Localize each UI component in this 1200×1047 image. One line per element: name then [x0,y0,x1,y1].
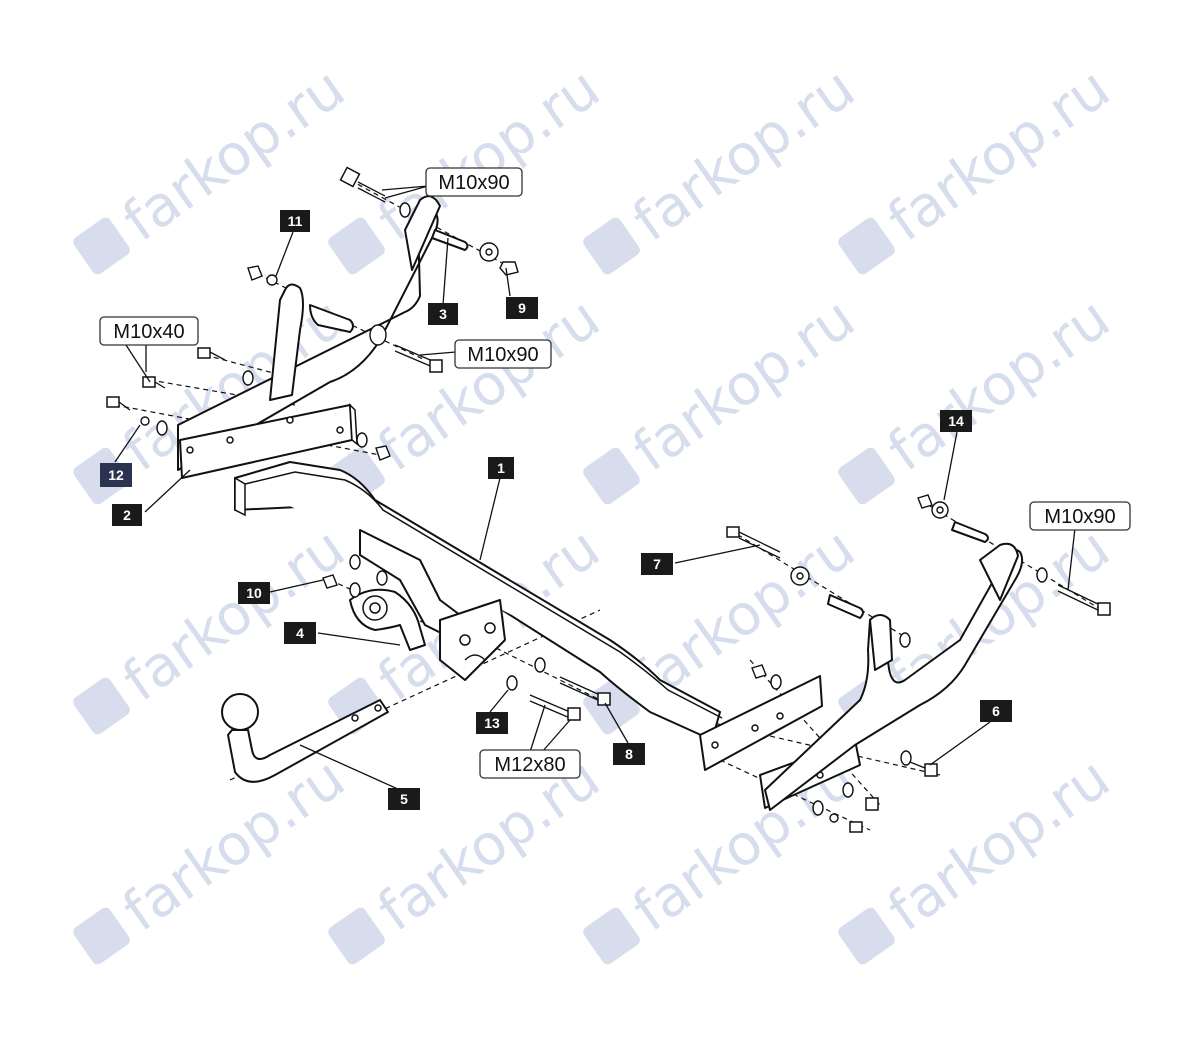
socket-plate [349,588,426,651]
watermark: farkop.ru [838,746,1122,965]
callout-5: 5 [388,788,420,810]
watermark-logo-icon [583,217,640,275]
spec-label-left-text: M10x40 [113,321,184,343]
watermark-text: farkop.ru [367,56,612,255]
watermark-text: farkop.ru [112,746,357,945]
callout-6: 6 [980,700,1012,722]
callout-5-label: 5 [400,791,408,807]
callout-4-label: 4 [296,625,304,641]
watermark-logo-icon [583,907,640,965]
watermark-text: farkop.ru [622,286,867,485]
callout-9: 9 [506,297,538,319]
watermark-text: farkop.ru [112,516,357,715]
callout-3-label: 3 [439,306,447,322]
callout-6-label: 6 [992,703,1000,719]
spec-label-top: M10x90 [425,167,523,197]
watermark: farkop.ru [73,746,357,965]
watermark: farkop.ru [838,286,1122,505]
watermark-logo-icon [838,447,895,505]
watermark-logo-icon [73,677,130,735]
callout-7: 7 [641,553,673,575]
callout-2: 2 [112,504,142,526]
watermark: farkop.ru [328,746,612,965]
callout-14-label: 14 [948,413,964,429]
callout-10-label: 10 [246,585,262,601]
hardware [106,166,1111,833]
watermark-logo-icon [583,447,640,505]
spec-label-top-text: M10x90 [438,172,509,194]
watermark-logo-icon [73,217,130,275]
watermark-layer: farkop.ru farkop.ru farkop.ru farkop.ru … [73,56,1122,965]
watermark: farkop.ru [583,516,867,735]
callout-13: 13 [476,712,508,734]
watermark-text: farkop.ru [622,56,867,255]
callout-7-label: 7 [653,556,661,572]
callout-9-label: 9 [518,300,526,316]
right-mounting-bracket [764,542,1024,811]
callout-12-label: 12 [108,467,124,483]
watermark: farkop.ru [838,56,1122,275]
callout-8-label: 8 [625,746,633,762]
spec-label-bottom-text: M12x80 [494,754,565,776]
spec-label-left: M10x40 [99,316,199,346]
callout-8: 8 [613,743,645,765]
watermark-text: farkop.ru [112,56,357,255]
spec-label-right-text: M10x90 [1044,506,1115,528]
watermark-text: farkop.ru [877,56,1122,255]
callout-10: 10 [238,582,270,604]
callout-4: 4 [284,622,316,644]
hitch-mount-plate [359,529,506,681]
watermark-logo-icon [73,907,130,965]
watermark-logo-icon [838,217,895,275]
callout-11-label: 11 [288,213,303,229]
watermark-text: farkop.ru [877,746,1122,945]
left-mounting-bracket [177,195,441,479]
callout-12: 12 [100,463,132,487]
spec-label-right: M10x90 [1029,501,1131,531]
watermark-logo-icon [328,907,385,965]
spec-label-mid: M10x90 [454,339,552,369]
callout-14: 14 [940,410,972,432]
leader-lines [114,185,1076,791]
watermark-logo-icon [328,217,385,275]
watermark: farkop.ru [583,286,867,505]
callout-1: 1 [488,457,514,479]
watermark: farkop.ru [328,286,612,505]
watermark: farkop.ru [583,56,867,275]
watermark-text: farkop.ru [877,286,1122,485]
callout-3: 3 [428,303,458,325]
spec-label-mid-text: M10x90 [467,344,538,366]
spec-labels: M10x90 M10x90 M10x40 M10x90 M12x80 [99,167,1131,779]
watermark-text: farkop.ru [367,286,612,485]
callout-11: 11 [280,210,310,232]
spec-label-bottom: M12x80 [479,749,581,779]
watermark: farkop.ru [73,56,357,275]
tow-ball-arm [221,693,389,783]
callout-1-label: 1 [497,460,505,476]
watermark-logo-icon [838,907,895,965]
callout-2-label: 2 [123,507,131,523]
callout-13-label: 13 [484,715,500,731]
callout-labels: 1 2 3 4 5 6 7 8 [100,210,1012,810]
